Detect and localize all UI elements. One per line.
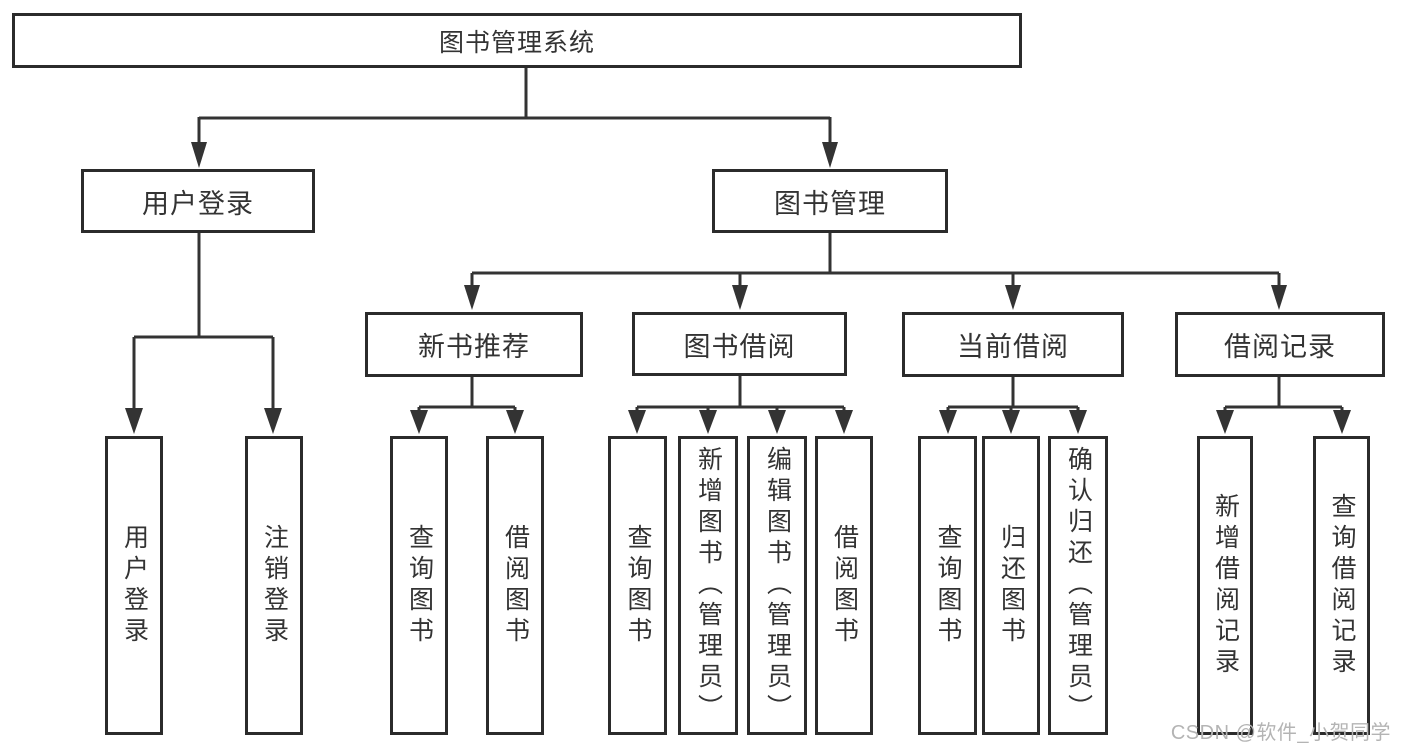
node-label: 借阅记录 <box>1224 332 1336 362</box>
leaf-label: 新增借阅记录 <box>1211 492 1240 679</box>
leaf-label: 新增图书（管理员） <box>694 446 723 725</box>
node-borrow-records: 借阅记录 <box>1175 312 1385 377</box>
node-book-borrow: 图书借阅 <box>632 312 847 376</box>
node-user-login: 用户登录 <box>81 169 315 233</box>
leaf-recommend-query-books: 查询图书 <box>390 436 448 735</box>
leaf-label: 查询借阅记录 <box>1328 492 1356 679</box>
leaf-records-add-record: 新增借阅记录 <box>1197 436 1253 735</box>
leaf-label: 注销登录 <box>260 523 289 648</box>
leaf-label: 借阅图书 <box>501 523 530 648</box>
leaf-label: 借阅图书 <box>830 523 859 648</box>
leaf-label: 用户登录 <box>120 523 149 648</box>
node-label: 新书推荐 <box>418 332 530 362</box>
arrow-down-icons <box>125 142 1351 434</box>
leaf-label: 查询图书 <box>624 523 652 648</box>
leaf-user-login: 用户登录 <box>105 436 163 735</box>
node-label: 用户登录 <box>142 188 254 219</box>
leaf-label: 确认归还（管理员） <box>1064 446 1093 725</box>
node-book-management: 图书管理 <box>712 169 948 233</box>
node-library-management-system: 图书管理系统 <box>12 13 1022 68</box>
leaf-label: 查询图书 <box>934 523 962 648</box>
leaf-records-query-record: 查询借阅记录 <box>1313 436 1370 735</box>
csdn-watermark: CSDN @软件_小贺同学 <box>1170 722 1391 744</box>
leaf-label: 归还图书 <box>997 523 1026 648</box>
leaf-recommend-borrow-books: 借阅图书 <box>486 436 544 735</box>
node-label: 当前借阅 <box>957 332 1069 362</box>
leaf-borrow-edit-books: 编辑图书（管理员） <box>747 436 807 735</box>
leaf-current-query-books: 查询图书 <box>918 436 977 735</box>
leaf-current-confirm-return: 确认归还（管理员） <box>1048 436 1108 735</box>
leaf-borrow-query-books: 查询图书 <box>608 436 667 735</box>
node-label: 图书管理 <box>774 188 886 219</box>
leaf-current-return-books: 归还图书 <box>982 436 1040 735</box>
leaf-label: 编辑图书（管理员） <box>763 446 792 725</box>
node-new-book-recommend: 新书推荐 <box>365 312 583 377</box>
node-label: 图书借阅 <box>683 331 796 362</box>
leaf-logout: 注销登录 <box>245 436 303 735</box>
leaf-borrow-borrow-books: 借阅图书 <box>815 436 873 735</box>
node-current-borrow: 当前借阅 <box>902 312 1124 377</box>
leaf-label: 查询图书 <box>405 523 434 648</box>
node-label: 图书管理系统 <box>438 28 595 57</box>
leaf-borrow-add-books: 新增图书（管理员） <box>678 436 738 735</box>
